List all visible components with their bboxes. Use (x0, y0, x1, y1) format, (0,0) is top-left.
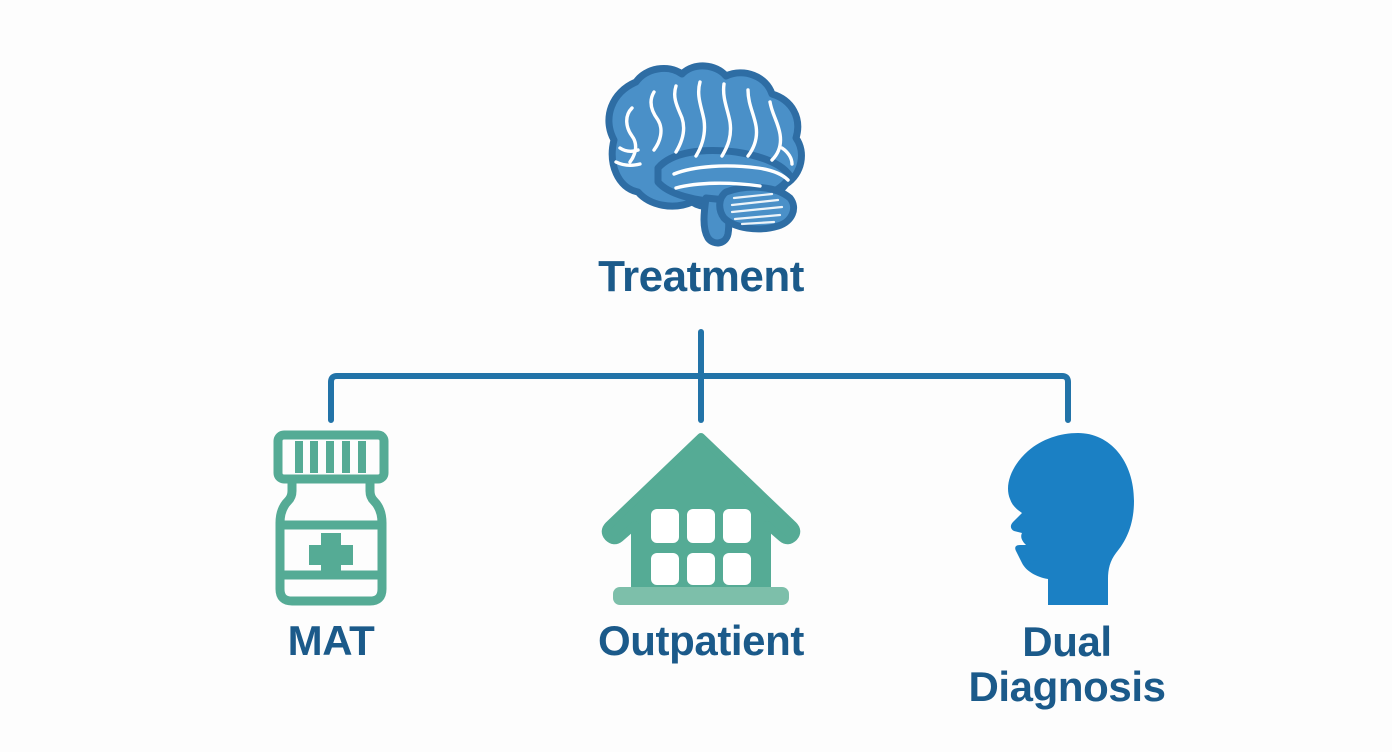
house-window (687, 553, 715, 585)
branch-node-dual-diagnosis: Dual Diagnosis (917, 424, 1217, 710)
branch-node-mat: MAT (181, 424, 481, 663)
house-window (651, 553, 679, 585)
branch-label-outpatient: Outpatient (598, 617, 804, 664)
branch-label-dual-diagnosis-line1: Dual (1022, 618, 1112, 665)
medical-cross-icon (309, 533, 353, 577)
branch-node-outpatient: Outpatient (551, 424, 851, 663)
branch-label-dual-diagnosis-line2: Diagnosis (968, 663, 1166, 711)
house-icon (601, 424, 801, 609)
brain-icon (576, 52, 826, 252)
branch-label-dual-diagnosis: Dual Diagnosis (968, 618, 1166, 711)
root-node-treatment: Treatment (556, 52, 846, 327)
pill-bottle-icon (266, 424, 396, 609)
root-label: Treatment (598, 252, 804, 301)
house-window (651, 509, 679, 543)
connector-horizontal-bar (328, 373, 1071, 423)
branch-label-mat: MAT (287, 617, 375, 664)
tree-connector (328, 329, 1071, 423)
head-profile-icon (992, 424, 1142, 609)
house-window (687, 509, 715, 543)
house-window (723, 509, 751, 543)
house-window (723, 553, 751, 585)
